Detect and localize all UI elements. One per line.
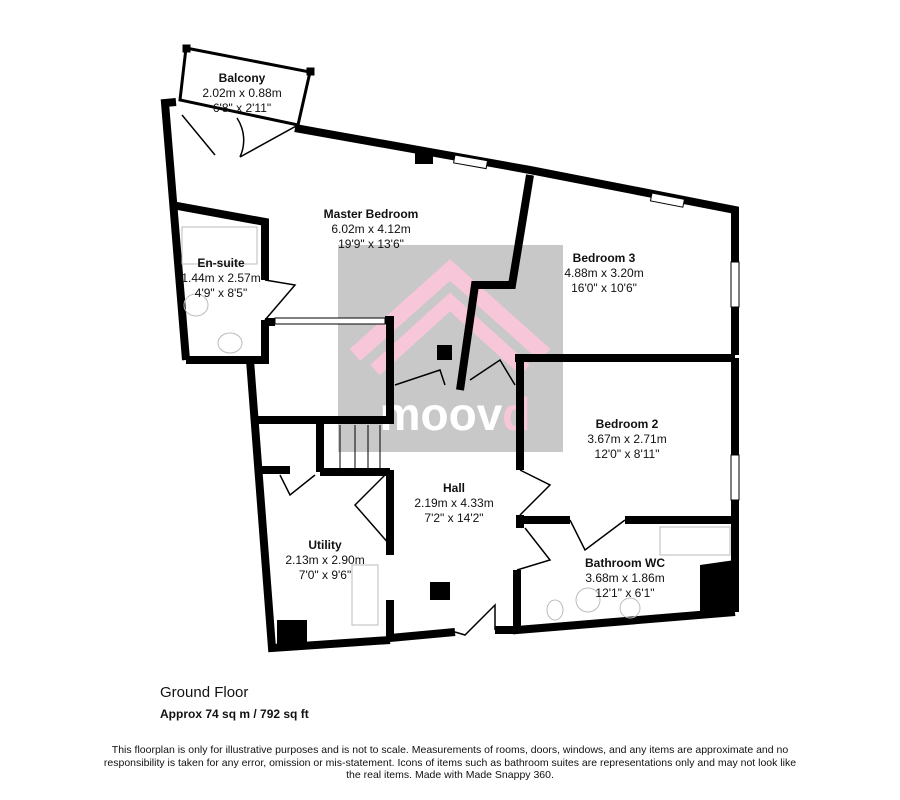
room-imperial: 4'9" x 8'5" <box>194 286 248 300</box>
columns <box>277 150 735 645</box>
room-balcony: Balcony 2.02m x 0.88m 6'8" x 2'11" <box>202 71 281 116</box>
room-metric: 2.13m x 2.90m <box>285 553 365 567</box>
room-bedroom-2: Bedroom 2 3.67m x 2.71m 12'0" x 8'11" <box>587 417 666 462</box>
room-imperial: 16'0" x 10'6" <box>571 281 637 295</box>
room-metric: 3.67m x 2.71m <box>587 432 667 446</box>
floor-area: Approx 74 sq m / 792 sq ft <box>160 707 309 721</box>
room-metric: 6.02m x 4.12m <box>331 222 411 236</box>
room-name: Bedroom 2 <box>595 417 659 431</box>
room-imperial: 6'8" x 2'11" <box>212 101 272 115</box>
fixtures <box>181 226 731 626</box>
room-name: Bathroom WC <box>585 556 665 570</box>
room-imperial: 7'0" x 9'6" <box>298 568 352 582</box>
room-imperial: 7'2" x 14'2" <box>424 511 484 525</box>
room-metric: 1.44m x 2.57m <box>181 271 261 285</box>
room-metric: 3.68m x 1.86m <box>585 571 665 585</box>
room-hall: Hall 2.19m x 4.33m 7'2" x 14'2" <box>414 481 493 526</box>
room-name: Utility <box>308 538 342 552</box>
room-master-bedroom: Master Bedroom 6.02m x 4.12m 19'9" x 13'… <box>324 207 419 252</box>
room-utility: Utility 2.13m x 2.90m 7'0" x 9'6" <box>285 538 364 583</box>
room-imperial: 12'0" x 8'11" <box>594 447 660 461</box>
walls <box>160 98 739 653</box>
room-name: Balcony <box>218 71 266 85</box>
door-swings <box>181 114 626 636</box>
room-name: Hall <box>442 481 465 495</box>
room-metric: 4.88m x 3.20m <box>564 266 644 280</box>
room-imperial: 19'9" x 13'6" <box>338 237 404 251</box>
room-name: En-suite <box>197 256 245 270</box>
room-bathroom-wc: Bathroom WC 3.68m x 1.86m 12'1" x 6'1" <box>585 556 665 601</box>
room-en-suite: En-suite 1.44m x 2.57m 4'9" x 8'5" <box>181 256 260 301</box>
windows <box>274 154 740 501</box>
room-metric: 2.19m x 4.33m <box>414 496 494 510</box>
watermark <box>338 245 563 452</box>
disclaimer: This floorplan is only for illustrative … <box>103 744 797 781</box>
room-imperial: 12'1" x 6'1" <box>595 586 655 600</box>
room-metric: 2.02m x 0.88m <box>202 86 282 100</box>
floor-title: Ground Floor <box>160 684 249 701</box>
room-name: Bedroom 3 <box>572 251 636 265</box>
room-name: Master Bedroom <box>323 207 419 221</box>
room-bedroom-3: Bedroom 3 4.88m x 3.20m 16'0" x 10'6" <box>564 251 643 296</box>
